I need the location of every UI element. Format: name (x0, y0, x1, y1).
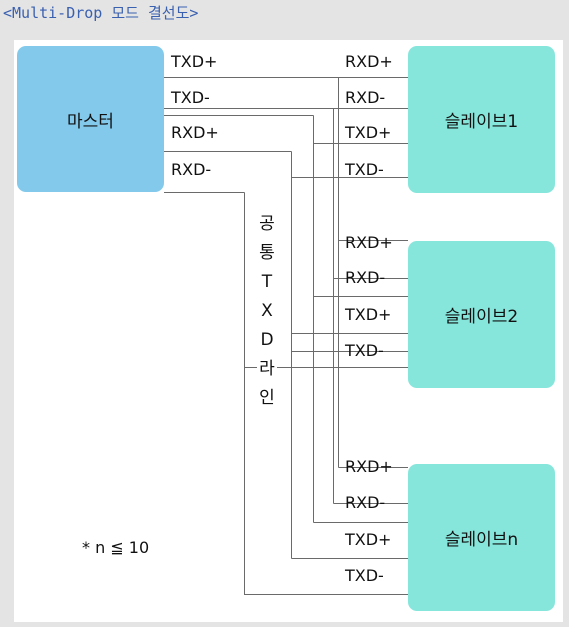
slave1-label: 슬레이브1 (444, 112, 519, 132)
master-pin-txd-minus: TXD- (171, 88, 210, 107)
master-label: 마스터 (67, 111, 114, 132)
slave-count-note: * n ≦ 10 (82, 538, 150, 557)
common-line-char: T (259, 268, 275, 297)
slave2-box: 슬레이브2 (408, 241, 555, 388)
slaven-box: 슬레이브n (408, 464, 555, 611)
slave1-pin-rxd-minus: RXD- (345, 88, 386, 107)
slave1-box: 슬레이브1 (408, 46, 555, 193)
wire-txd-plus (164, 77, 408, 468)
slave2-pin-rxd-plus: RXD+ (345, 233, 393, 252)
slave1-pin-txd-plus: TXD+ (345, 123, 392, 142)
master-pin-txd-plus: TXD+ (171, 52, 218, 71)
common-line-char: X (259, 297, 275, 326)
common-line-char: 통 (257, 239, 277, 268)
slaven-pin-txd-plus: TXD+ (345, 530, 392, 549)
master-pin-rxd-plus: RXD+ (171, 123, 219, 142)
slaven-pin-rxd-plus: RXD+ (345, 457, 393, 476)
slave2-pin-txd-plus: TXD+ (345, 305, 392, 324)
slave1-pin-txd-minus: TXD- (345, 160, 384, 179)
wire-rxd-plus (164, 115, 408, 523)
slave2-pin-txd-minus: TXD- (345, 341, 384, 360)
slaven-pin-rxd-minus: RXD- (345, 493, 386, 512)
slave1-pin-rxd-plus: RXD+ (345, 52, 393, 71)
master-box: 마스터 (17, 46, 164, 192)
slave2-label: 슬레이브2 (444, 307, 519, 327)
common-txd-line-label: 공 통 T X D 라 인 (246, 210, 288, 413)
common-line-char: 라 (257, 355, 277, 384)
wire-rxd-minus (164, 151, 408, 559)
wire-txd-minus (164, 108, 408, 504)
slaven-label: 슬레이브n (444, 530, 519, 550)
diagram-title: <Multi-Drop 모드 결선도> (3, 4, 199, 22)
common-line-char: D (258, 326, 276, 355)
slaven-pin-txd-minus: TXD- (345, 566, 384, 585)
common-line-char: 공 (257, 210, 277, 239)
master-pin-rxd-minus: RXD- (171, 160, 212, 179)
slave2-pin-rxd-minus: RXD- (345, 268, 386, 287)
common-line-char: 인 (257, 384, 277, 413)
